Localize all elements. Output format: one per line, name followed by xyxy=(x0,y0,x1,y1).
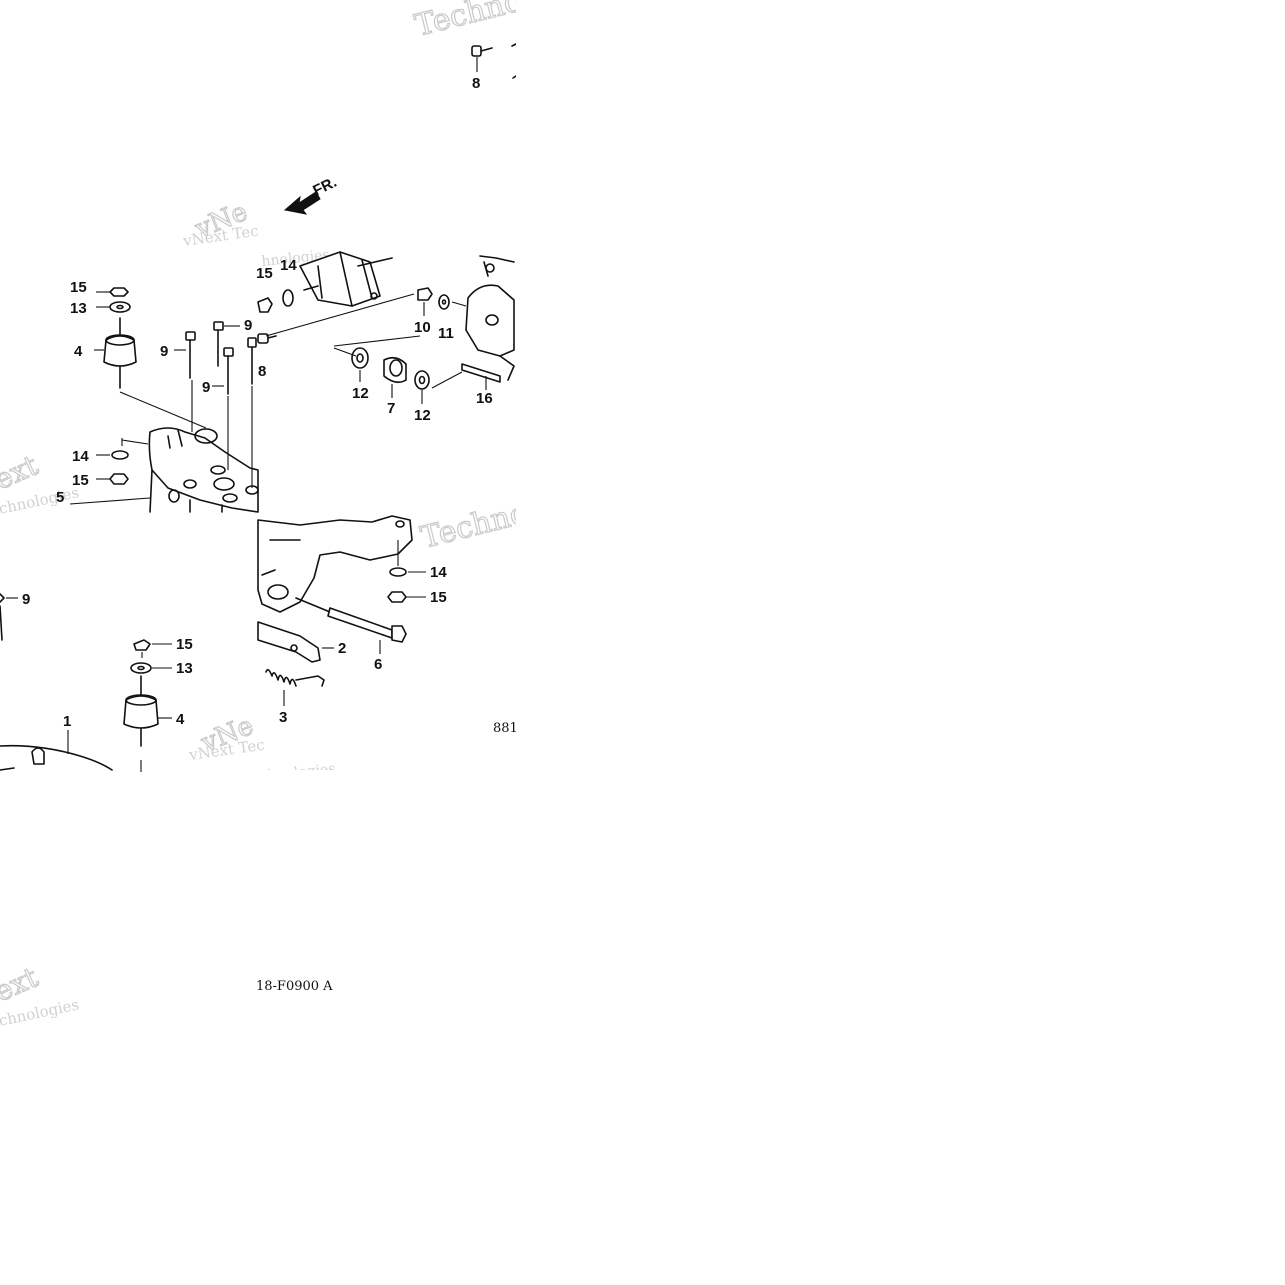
top-bolt-8 xyxy=(471,43,517,79)
callout-14: 14 xyxy=(430,564,447,581)
rear-bracket xyxy=(465,255,515,381)
through-bolt xyxy=(295,597,407,654)
small-hardware xyxy=(69,287,467,603)
callout-1: 1 xyxy=(63,713,71,730)
callout-10: 10 xyxy=(414,319,431,336)
callout-4: 4 xyxy=(74,343,83,360)
callout-labels: 8 15 14 15 13 4 9 9 9 8 10 11 12 7 12 16… xyxy=(22,75,493,730)
lower-left-hardware xyxy=(0,593,172,772)
diagram-code-bottom: 18-F0900 A xyxy=(256,979,333,994)
callout-15: 15 xyxy=(72,472,89,489)
callout-15: 15 xyxy=(176,636,193,653)
callout-8: 8 xyxy=(472,75,480,92)
callout-8: 8 xyxy=(258,363,266,380)
callout-6: 6 xyxy=(374,656,382,673)
callout-9: 9 xyxy=(244,317,252,334)
callout-3: 3 xyxy=(279,709,287,726)
callout-14: 14 xyxy=(72,448,89,465)
engine-mount-upper xyxy=(299,251,393,307)
direction-arrow-icon xyxy=(283,191,321,215)
callout-13: 13 xyxy=(70,300,87,317)
callout-9: 9 xyxy=(160,343,168,360)
callout-15: 15 xyxy=(256,265,273,282)
callout-2: 2 xyxy=(338,640,346,657)
callout-15: 15 xyxy=(70,279,87,296)
damper-rod xyxy=(431,363,501,390)
callout-13: 13 xyxy=(176,660,193,677)
callout-15: 15 xyxy=(430,589,447,606)
stay-bracket xyxy=(257,621,334,663)
callout-12: 12 xyxy=(414,407,431,424)
callout-5: 5 xyxy=(56,489,64,506)
callout-16: 16 xyxy=(476,390,493,407)
upper-crossmember xyxy=(148,427,259,513)
lower-crossmember xyxy=(257,515,413,613)
return-spring xyxy=(265,668,325,706)
callout-4: 4 xyxy=(176,711,185,728)
callout-11: 11 xyxy=(438,325,454,342)
diagram-code-top: 881 xyxy=(493,721,518,736)
callout-14: 14 xyxy=(280,257,297,274)
callout-7: 7 xyxy=(387,400,395,417)
callout-9: 9 xyxy=(22,591,30,608)
callout-12: 12 xyxy=(352,385,369,402)
callout-9: 9 xyxy=(202,379,210,396)
